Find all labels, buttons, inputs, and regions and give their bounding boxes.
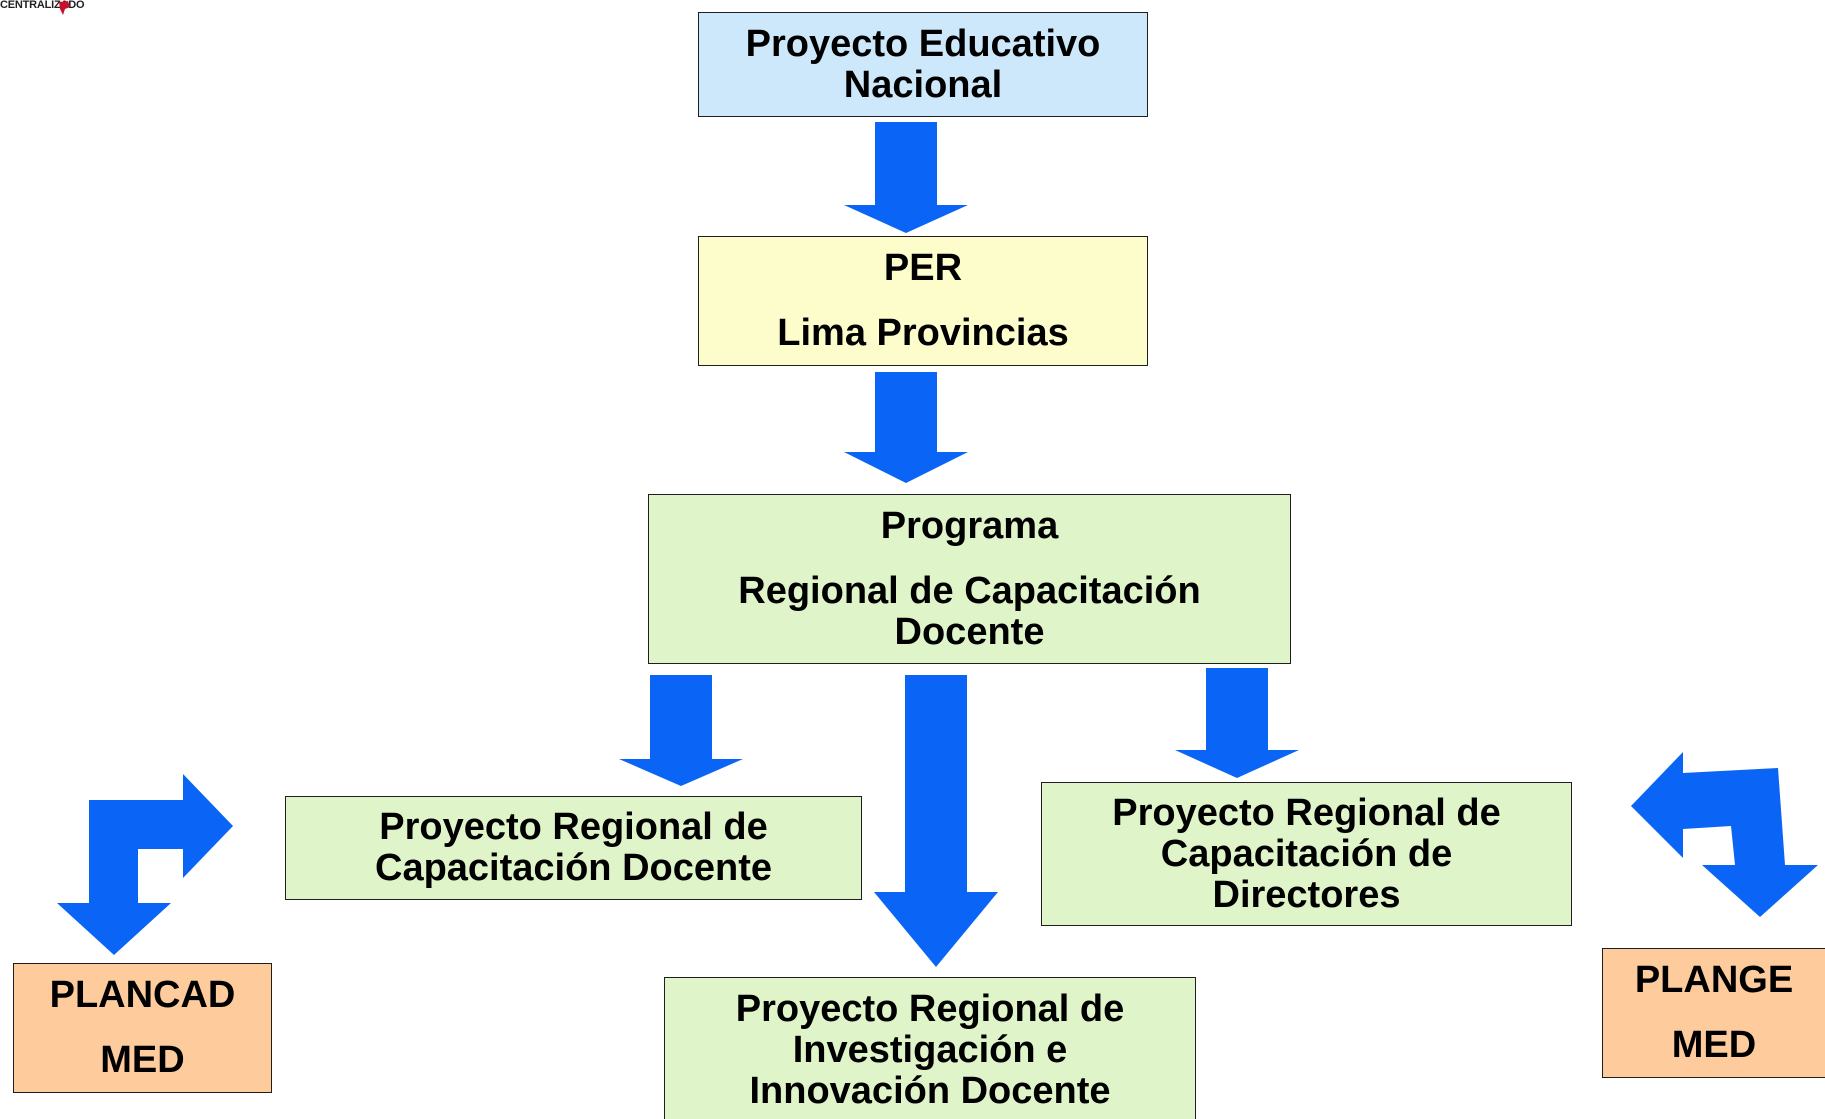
- box-plancad-med: PLANCAD MED: [13, 963, 272, 1093]
- box-line: MED: [1671, 1024, 1757, 1066]
- box-per-lima-provincias: PER Lima Provincias: [698, 236, 1148, 366]
- box-line: Innovación Docente: [749, 1070, 1111, 1112]
- down-arrow-icon: [619, 675, 743, 786]
- down-arrow-icon: [1175, 668, 1299, 778]
- box-line: Proyecto Regional de: [379, 806, 768, 848]
- box-line: Programa: [880, 504, 1059, 547]
- box-line: MED: [100, 1039, 185, 1081]
- box-line: Proyecto Regional de: [735, 988, 1125, 1030]
- box-line: Proyecto Educativo: [745, 22, 1101, 65]
- logo: CENTRALIZADO: [0, 0, 85, 14]
- down-arrow-icon: [844, 122, 968, 233]
- down-arrow-icon: [844, 372, 968, 483]
- box-line: Investigación e: [792, 1029, 1068, 1071]
- box-line: PLANGE: [1634, 959, 1794, 1001]
- box-programa-regional: Programa Regional de Capacitación Docent…: [648, 494, 1291, 664]
- box-line: Capacitación de: [1160, 832, 1453, 875]
- box-line: Proyecto Regional de: [1112, 791, 1501, 834]
- bent-arrow-icon: [57, 774, 233, 955]
- down-arrow-icon: [874, 675, 998, 967]
- box-line: Directores: [1212, 873, 1401, 916]
- box-line: Capacitación Docente: [375, 847, 772, 889]
- box-proyecto-educativo-nacional: Proyecto Educativo Nacional: [698, 12, 1148, 117]
- box-line: Docente: [894, 610, 1045, 653]
- box-plange-med: PLANGE MED: [1602, 948, 1825, 1078]
- box-line: Regional de Capacitación: [738, 569, 1201, 612]
- bent-arrow-icon: [1631, 752, 1818, 917]
- box-line: PER: [883, 247, 963, 289]
- box-line: Lima Provincias: [777, 312, 1069, 354]
- box-proyecto-capacitacion-directores: Proyecto Regional de Capacitación de Dir…: [1041, 782, 1572, 926]
- logo-text: CENTRALIZADO: [0, 0, 85, 11]
- box-line: Nacional: [843, 63, 1003, 106]
- box-proyecto-investigacion-innovacion: Proyecto Regional de Investigación e Inn…: [664, 977, 1196, 1119]
- box-line: PLANCAD: [49, 974, 236, 1016]
- logo-mark-icon: [59, 1, 70, 15]
- box-proyecto-capacitacion-docente: Proyecto Regional de Capacitación Docent…: [285, 796, 862, 900]
